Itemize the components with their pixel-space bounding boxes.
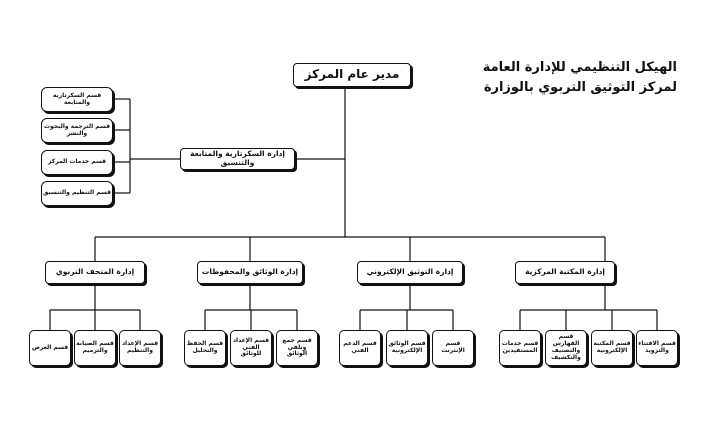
section-box: قسم الفهارس والتصنيف والتكشيف [545, 330, 587, 366]
director-box: مدير عام المركز [293, 63, 411, 87]
dept-label: إدارة التوثيق الإلكتروني [366, 267, 454, 277]
dept-box-electronic: إدارة التوثيق الإلكتروني [357, 261, 463, 284]
chart-title-line1: الهيكل التنظيمي للإدارة العامة [482, 60, 677, 75]
admin-section-label: قسم الترجمة والبحوث والنشر [44, 122, 110, 137]
dept-box-library: إدارة المكتبة المركزية [515, 261, 615, 284]
section-box: قسم الصيانة والترميم [74, 330, 116, 366]
section-label: قسم الحفظ والتحليل [186, 340, 224, 354]
dept-label: إدارة الوثائق والمحفوظات [201, 267, 299, 277]
dept-label: إدارة المكتبة المركزية [525, 267, 605, 277]
section-box: قسم المكتبة الإلكترونية [591, 330, 633, 366]
dept-box-museum: إدارة المتحف التربوي [45, 261, 145, 284]
admin-section-label: قسم التنظيم والتنسيق [42, 189, 112, 197]
section-box: قسم الوثائق الإلكترونية [386, 330, 428, 366]
section-box: قسم الدعم الفني [339, 330, 381, 366]
director-label: مدير عام المركز [304, 67, 400, 82]
section-box: قسم الاقتناء والتزويد [636, 330, 678, 366]
admin-dept-label: إدارة السكرتارية والمتابعة والتنسيق [190, 149, 285, 167]
section-label: قسم الإعداد الفني للوثائق [232, 336, 270, 358]
section-box: قسم الحفظ والتحليل [184, 330, 226, 366]
section-box: قسم خدمات المستفيدين [499, 330, 541, 366]
admin-section-label: قسم خدمات المركز [48, 158, 106, 166]
section-label: قسم الوثائق الإلكترونية [388, 340, 426, 354]
section-box: قسم جمع وتلقي الوثائق [276, 330, 318, 366]
section-box: قسم الإنترنت [432, 330, 474, 366]
section-box: قسم الإعداد والتنظيم [119, 330, 161, 366]
admin-section-box-3: قسم خدمات المركز [41, 150, 113, 175]
section-label: قسم الإعداد والتنظيم [121, 340, 159, 354]
section-box: قسم العرض [29, 330, 71, 366]
section-label: قسم المكتبة الإلكترونية [593, 340, 631, 354]
chart-title-line2: لمركز التوثيق التربوي بالوزارة [483, 80, 677, 95]
section-label: قسم العرض [31, 343, 69, 351]
admin-section-box-2: قسم الترجمة والبحوث والنشر [41, 118, 113, 143]
admin-section-box-4: قسم التنظيم والتنسيق [41, 181, 113, 206]
dept-box-documents: إدارة الوثائق والمحفوظات [197, 261, 303, 284]
section-label: قسم الدعم الفني [343, 340, 377, 354]
admin-dept-box: إدارة السكرتارية والمتابعة والتنسيق [180, 148, 295, 170]
section-label: قسم الصيانة والترميم [76, 340, 114, 354]
section-box: قسم الإعداد الفني للوثائق [230, 330, 272, 366]
section-label: قسم الإنترنت [441, 340, 465, 354]
section-label: قسم الفهارس والتصنيف والتكشيف [551, 333, 581, 361]
section-label: قسم الاقتناء والتزويد [638, 340, 676, 354]
dept-label: إدارة المتحف التربوي [55, 267, 135, 277]
section-label: قسم جمع وتلقي الوثائق [282, 336, 312, 358]
section-label: قسم خدمات المستفيدين [501, 340, 539, 354]
admin-section-box-1: قسم السكرتارية والمتابعة [41, 87, 113, 112]
admin-section-label: قسم السكرتارية والمتابعة [52, 91, 102, 106]
